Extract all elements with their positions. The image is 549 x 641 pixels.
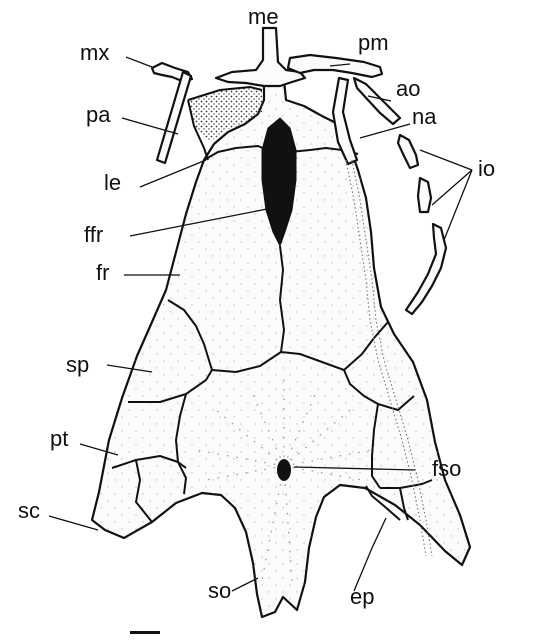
label-ffr: ffr	[84, 222, 103, 247]
palatine-bone	[157, 72, 191, 163]
antorbital-bone	[354, 78, 400, 124]
label-le: le	[104, 170, 121, 195]
label-so: so	[208, 578, 231, 603]
infraorbital-1	[398, 135, 418, 168]
label-io: io	[478, 156, 495, 181]
infraorbital-3	[406, 224, 446, 314]
label-pa: pa	[86, 102, 111, 127]
label-sc: sc	[18, 498, 40, 523]
label-pt: pt	[50, 426, 68, 451]
parietal-fontanelle	[277, 459, 291, 481]
label-na: na	[412, 104, 437, 129]
label-pm: pm	[358, 30, 389, 55]
label-fr: fr	[96, 260, 109, 285]
label-me: me	[248, 4, 279, 29]
label-sp: sp	[66, 352, 89, 377]
label-ep: ep	[350, 584, 374, 609]
label-ao: ao	[396, 76, 420, 101]
scale-bar	[130, 631, 160, 634]
label-fso: fso	[432, 456, 461, 481]
label-mx: mx	[80, 40, 109, 65]
infraorbital-2	[418, 178, 431, 212]
